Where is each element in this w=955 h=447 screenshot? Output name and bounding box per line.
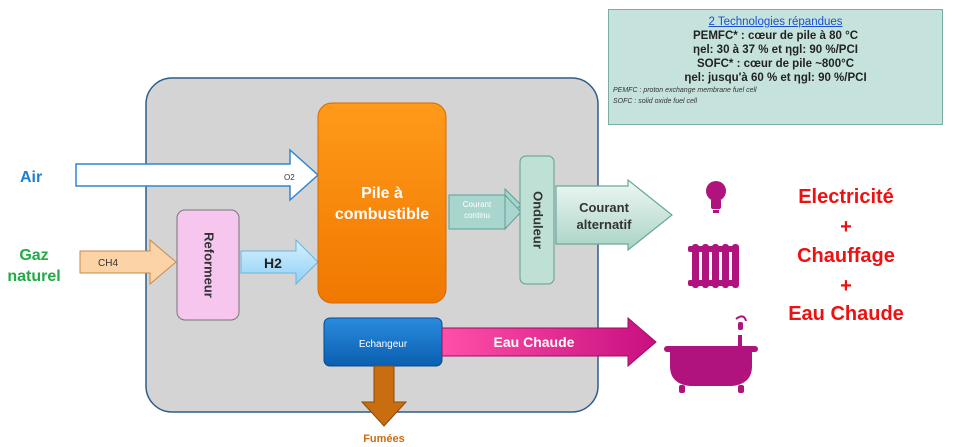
h2-label: H2 bbox=[264, 255, 282, 271]
output-plus-2: + bbox=[840, 275, 852, 297]
ac-label-line2: alternatif bbox=[577, 217, 633, 232]
fuel-cell-label-line1: Pile à bbox=[361, 185, 403, 202]
exhaust-arrow bbox=[360, 365, 408, 427]
technologies-info-box: 2 Technologies répandues PEMFC* : cœur d… bbox=[608, 9, 943, 125]
fuel-cell-label-line2: combustible bbox=[335, 206, 429, 223]
exhaust-label: Fumées bbox=[363, 433, 405, 445]
info-title: 2 Technologies répandues bbox=[708, 16, 843, 28]
radiator-icon bbox=[688, 244, 739, 288]
output-heating: Chauffage bbox=[797, 245, 895, 267]
gas-label-line1: Gaz bbox=[19, 247, 48, 264]
h2-arrow bbox=[240, 238, 319, 286]
dc-label-line1: Courant bbox=[463, 200, 492, 209]
bathtub-icon bbox=[664, 315, 758, 393]
ch4-arrow bbox=[79, 238, 177, 286]
info-line-pemfc-efficiency: ηel: 30 à 37 % et ηgl: 90 %/PCI bbox=[693, 44, 858, 56]
info-footnote-pemfc: PEMFC : proton exchange membrane fuel ce… bbox=[613, 87, 757, 94]
output-plus-1: + bbox=[840, 216, 852, 238]
output-electricity: Electricité bbox=[798, 186, 894, 208]
ac-label-line1: Courant bbox=[579, 200, 630, 215]
fuel-cell-block bbox=[317, 102, 447, 304]
hot-water-arrow bbox=[441, 316, 657, 368]
inverter-label: Onduleur bbox=[531, 191, 546, 249]
air-arrow bbox=[75, 148, 320, 202]
output-hot-water: Eau Chaude bbox=[788, 303, 904, 325]
hot-water-arrow-label: Eau Chaude bbox=[494, 334, 575, 350]
lightbulb-icon bbox=[706, 181, 726, 213]
o2-label: O2 bbox=[284, 173, 295, 182]
exchanger-label: Echangeur bbox=[359, 339, 408, 350]
info-line-pemfc: PEMFC* : cœur de pile à 80 °C bbox=[693, 30, 858, 42]
info-line-sofc-efficiency: ηel: jusqu'à 60 % et ηgl: 90 %/PCI bbox=[684, 72, 867, 84]
reformer-label: Reformeur bbox=[202, 232, 217, 298]
ac-arrow bbox=[555, 178, 673, 252]
dc-label-line2: continu bbox=[464, 211, 490, 220]
ch4-label: CH4 bbox=[98, 258, 118, 269]
gas-label-line2: naturel bbox=[7, 268, 60, 285]
reformer-block bbox=[176, 209, 240, 321]
info-footnote-sofc: SOFC : solid oxide fuel cell bbox=[613, 98, 698, 105]
air-label: Air bbox=[20, 169, 42, 186]
inverter-block bbox=[519, 155, 555, 285]
info-line-sofc: SOFC* : cœur de pile ~800°C bbox=[696, 58, 854, 70]
